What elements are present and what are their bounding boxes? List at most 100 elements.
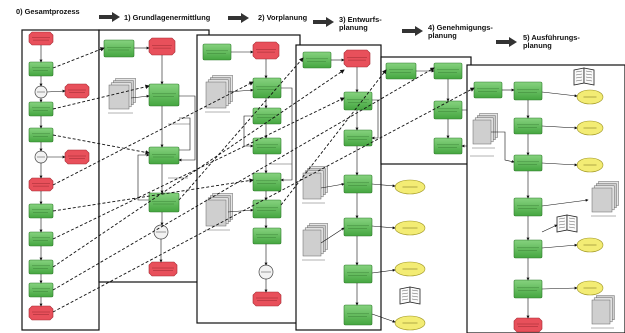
process-step bbox=[148, 83, 180, 107]
book-icon bbox=[585, 79, 593, 82]
flow-connector bbox=[371, 268, 396, 274]
book-icon bbox=[568, 217, 576, 220]
arrow-right-icon bbox=[496, 37, 517, 47]
book-icon bbox=[409, 286, 421, 305]
flow-connector bbox=[371, 99, 379, 140]
flow-connector bbox=[179, 117, 191, 151]
process-step bbox=[252, 77, 282, 99]
event-node bbox=[252, 291, 282, 307]
flow-connector bbox=[280, 87, 293, 182]
process-step bbox=[252, 172, 282, 192]
dashed-link bbox=[52, 178, 254, 212]
document-stack-icon bbox=[591, 299, 611, 325]
process-step bbox=[433, 137, 463, 155]
process-step bbox=[252, 199, 282, 219]
book-icon bbox=[411, 298, 419, 301]
event-node bbox=[148, 37, 176, 56]
process-step bbox=[433, 100, 463, 120]
book-icon bbox=[568, 226, 576, 229]
flow-connector bbox=[371, 183, 396, 188]
dashed-link bbox=[52, 134, 150, 155]
event-node bbox=[28, 177, 54, 192]
document-stack-icon bbox=[205, 199, 227, 227]
phase-0-title: 0) Gesamtprozess bbox=[16, 7, 80, 16]
book-icon bbox=[411, 292, 419, 295]
flow-connector bbox=[371, 225, 396, 230]
process-step bbox=[513, 197, 543, 217]
book-icon bbox=[401, 298, 409, 301]
book-icon bbox=[556, 214, 568, 233]
process-step bbox=[28, 101, 54, 117]
event-node bbox=[513, 317, 543, 333]
process-step bbox=[302, 51, 332, 69]
process-step bbox=[202, 43, 232, 61]
book-icon bbox=[573, 67, 585, 86]
event-node bbox=[28, 31, 54, 46]
process-step bbox=[513, 279, 543, 299]
dashed-link bbox=[52, 84, 150, 110]
process-step bbox=[343, 217, 373, 237]
phase-4-title: 4) Genehmigungs- planung bbox=[428, 23, 493, 40]
arrow-right-icon bbox=[313, 17, 334, 27]
process-step bbox=[343, 174, 373, 194]
dashed-link bbox=[52, 87, 475, 313]
document-stack-icon bbox=[108, 84, 130, 110]
book-icon bbox=[558, 226, 566, 229]
document-stack-icon bbox=[472, 119, 492, 145]
flow-connector bbox=[243, 115, 254, 148]
event-node bbox=[64, 149, 90, 165]
process-step bbox=[28, 231, 54, 247]
flow-connector bbox=[541, 224, 558, 233]
process-step bbox=[28, 259, 54, 275]
book-icon bbox=[558, 217, 566, 220]
flow-connector bbox=[46, 89, 66, 93]
book-icon bbox=[401, 292, 409, 295]
event-node bbox=[343, 49, 371, 68]
book-icon bbox=[585, 76, 593, 79]
dashed-link bbox=[52, 67, 435, 291]
book-icon bbox=[583, 67, 595, 86]
book-icon bbox=[558, 220, 566, 223]
process-step bbox=[28, 203, 54, 219]
dashed-link bbox=[280, 69, 387, 206]
book-icon bbox=[411, 289, 419, 292]
book-icon bbox=[399, 286, 411, 305]
process-step bbox=[28, 282, 54, 298]
document-stack-icon bbox=[205, 81, 227, 109]
arrow-right-icon bbox=[228, 13, 249, 23]
phase-1-title: 1) Grundlagenermittlung bbox=[124, 13, 211, 22]
flow-connector bbox=[491, 131, 515, 163]
book-icon bbox=[575, 79, 583, 82]
process-step bbox=[513, 81, 543, 101]
arrow-right-icon bbox=[402, 26, 423, 36]
process-step bbox=[385, 62, 417, 80]
flow-connector bbox=[371, 313, 396, 323]
flow-connector bbox=[227, 208, 254, 213]
flow-connector bbox=[320, 182, 345, 189]
flow-connector bbox=[541, 125, 578, 130]
flow-connector bbox=[541, 162, 578, 167]
process-step bbox=[433, 62, 463, 80]
book-icon bbox=[575, 73, 583, 76]
process-step bbox=[513, 117, 543, 135]
process-step bbox=[513, 239, 543, 259]
process-step bbox=[473, 81, 503, 99]
book-icon bbox=[575, 76, 583, 79]
flow-connector bbox=[130, 94, 150, 99]
dashed-link bbox=[52, 47, 105, 69]
book-icon bbox=[585, 70, 593, 73]
book-icon bbox=[411, 295, 419, 298]
process-step bbox=[28, 61, 54, 77]
dashed-link bbox=[52, 81, 254, 186]
book-icon bbox=[575, 70, 583, 73]
phase-2-title: 2) Vorplanung bbox=[258, 13, 308, 22]
flow-connector bbox=[541, 286, 578, 290]
process-step bbox=[252, 227, 282, 245]
process-step bbox=[103, 39, 135, 58]
process-step bbox=[513, 154, 543, 172]
book-icon bbox=[401, 289, 409, 292]
document-stack-icon bbox=[591, 187, 613, 213]
flow-connector bbox=[320, 227, 345, 244]
process-step bbox=[343, 91, 373, 111]
